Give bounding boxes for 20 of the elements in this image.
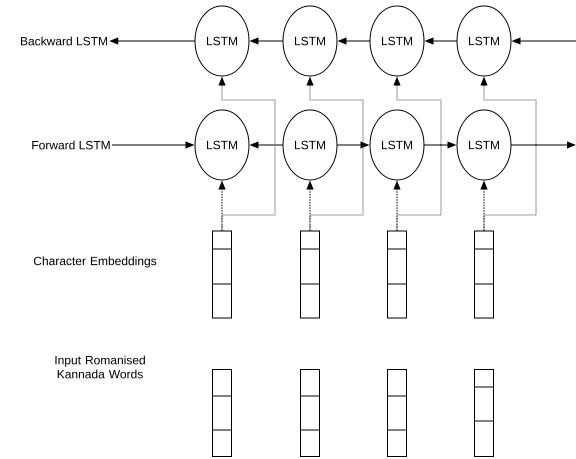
- lstm-cell: LSTM: [370, 110, 424, 180]
- lstm-cell: LSTM: [282, 6, 338, 76]
- lstm-cell: LSTM: [282, 110, 338, 180]
- vector-bar: [212, 230, 232, 318]
- lstm-cell: LSTM: [194, 110, 250, 180]
- row-label: Character Embeddings: [34, 256, 156, 268]
- layer-label: Forward LSTM: [32, 140, 110, 150]
- vector-bar: [387, 369, 407, 457]
- vector-bar: [474, 230, 494, 318]
- lstm-cell: LSTM: [456, 6, 512, 76]
- lstm-cell: LSTM: [456, 110, 512, 180]
- vector-bar: [300, 369, 320, 457]
- vector-bar: [300, 230, 320, 318]
- lstm-cell: LSTM: [194, 6, 250, 76]
- layer-label: Backward LSTM: [20, 36, 108, 46]
- vector-bar: [212, 369, 232, 457]
- vector-bar: [387, 230, 407, 318]
- vector-bar: [474, 369, 494, 457]
- row-label: Input Romanised Kannada Words: [55, 356, 145, 378]
- lstm-cell: LSTM: [370, 6, 424, 76]
